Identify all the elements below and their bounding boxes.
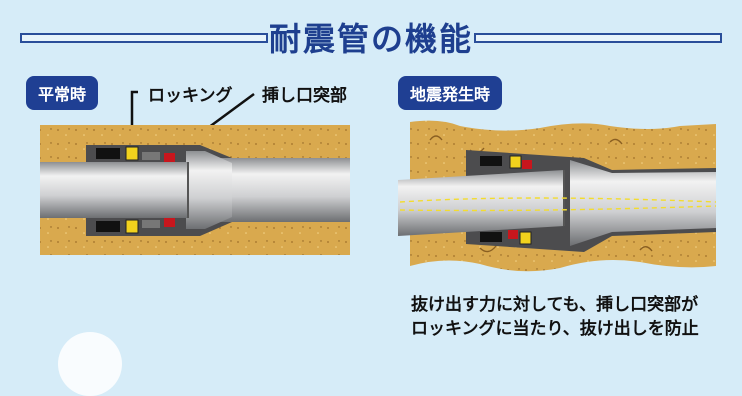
page-title: 耐震管の機能: [268, 20, 473, 58]
eq-locking-ring-bottom: [519, 231, 532, 245]
spigot-protrusion-bottom: [164, 218, 175, 227]
spigot-protrusion-top: [164, 153, 175, 162]
earthquake-badge: 地震発生時: [398, 76, 503, 110]
normal-badge: 平常時: [26, 76, 99, 110]
earthquake-spigot-pipe: [398, 170, 564, 236]
title-right-rule: [474, 33, 722, 43]
eq-spigot-protrusion-top: [522, 160, 532, 169]
spigot-label: 挿し口突部: [262, 86, 347, 106]
title-left-rule: [20, 33, 268, 43]
locking-ring-bottom: [125, 219, 139, 234]
normal-spigot-pipe: [40, 162, 188, 218]
locking-label: ロッキング: [148, 86, 233, 106]
earthquake-diagram: [398, 120, 717, 272]
title-banner: 耐震管の機能: [0, 0, 742, 66]
eq-locking-ring-top: [509, 155, 522, 169]
earthquake-caption-line2: ロッキングに当たり、抜け出しを防止: [411, 319, 699, 339]
locking-ring-top: [125, 146, 139, 161]
normal-diagram: [40, 90, 350, 255]
earthquake-caption-line1: 抜け出す力に対しても、挿し口突部が: [411, 295, 699, 315]
decorative-circle: [58, 332, 122, 396]
eq-spigot-protrusion-bottom: [508, 230, 518, 239]
